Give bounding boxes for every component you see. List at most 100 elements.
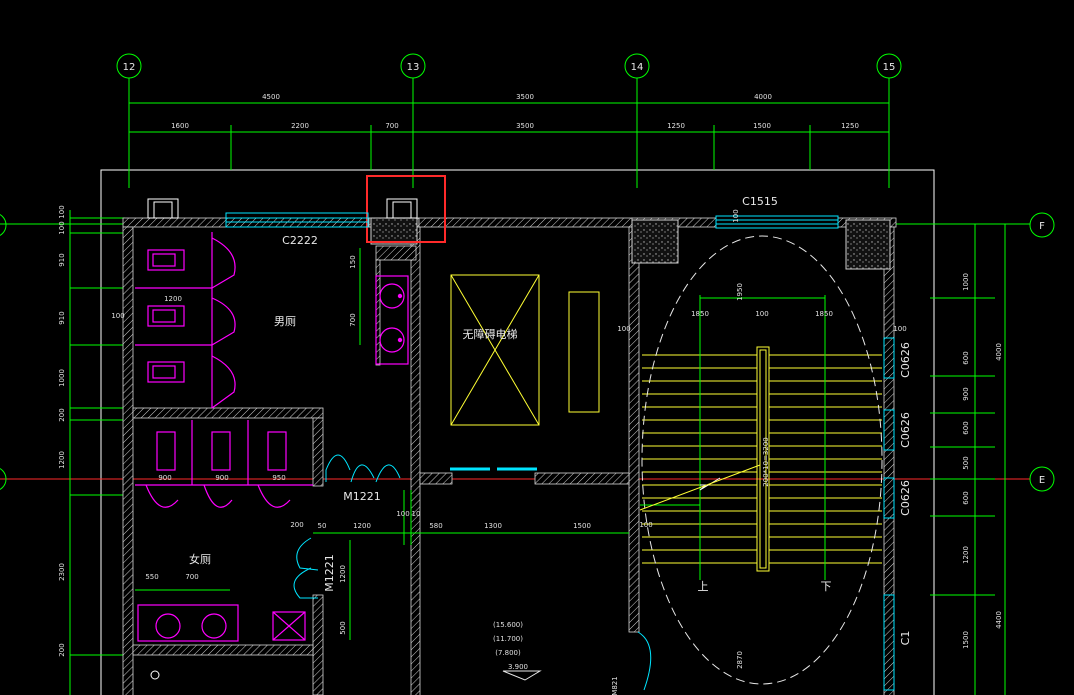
axis-label-14: 14 [631, 62, 644, 73]
dim-left-100b: 100 [58, 221, 66, 234]
window-label-c1515: C1515 [742, 195, 778, 208]
elev-level-4: 3.900 [508, 663, 528, 671]
dim-top2-1600: 1600 [171, 122, 189, 130]
axis-grid-vertical [128, 78, 890, 188]
dim-right-inner-1500: 1500 [962, 631, 970, 649]
stair-dim-1850b: 1850 [815, 310, 833, 318]
dim-top2-2200: 2200 [291, 122, 309, 130]
dim-950: 950 [272, 474, 285, 482]
dim-top2-1250a: 1250 [667, 122, 685, 130]
dim-right-inner-1200: 1200 [962, 546, 970, 564]
elevator-car [450, 274, 600, 426]
dim-100c: 100 [639, 521, 652, 529]
roof-vents [147, 198, 418, 219]
dim-1200c: 1200 [339, 565, 347, 583]
stair-dim-1850a: 1850 [691, 310, 709, 318]
elev-level-3: (7.800) [495, 649, 521, 657]
dim-right-inner-1000: 1000 [962, 273, 970, 291]
windows [225, 212, 895, 691]
room-label-mens: 男厕 [274, 315, 296, 328]
stair-outline [639, 235, 883, 685]
axis-label-15: 15 [883, 62, 896, 73]
dim-700: 700 [349, 313, 357, 326]
door-label-m1221-vertical: M1221 [323, 554, 336, 592]
dim-left-910b: 910 [58, 311, 66, 324]
stair-dim-3200: 200*10=3200 [762, 437, 770, 486]
womens-toilets [135, 420, 313, 508]
dim-500: 500 [339, 621, 347, 634]
dim-100a: 100 [111, 312, 124, 320]
dim-top2-3500: 3500 [516, 122, 534, 130]
stair-dim-100: 100 [755, 310, 768, 318]
floor-drain-icon [150, 670, 160, 680]
axis-bubble-left-top [0, 214, 7, 236]
stair-label-down: 下 [821, 580, 832, 593]
window-label-c0626-2: C0626 [899, 412, 912, 448]
dim-50: 50 [318, 522, 327, 530]
columns [370, 217, 891, 270]
dim-right-inner-500: 500 [962, 456, 970, 469]
dim-100f: 100 [732, 209, 740, 222]
womens-sinks [137, 604, 306, 642]
axis-label-12: 12 [123, 62, 136, 73]
dim-left-1000: 1000 [58, 369, 66, 387]
dim-top-4000: 4000 [754, 93, 772, 101]
dim-10c: 10 [412, 510, 421, 518]
dim-top2-700: 700 [385, 122, 398, 130]
elev-level-1: (15.600) [493, 621, 523, 629]
axis-bubble-12: 12 [116, 53, 142, 79]
dim-right-inner-900: 900 [962, 387, 970, 400]
window-label-c0626-1: C0626 [899, 342, 912, 378]
axis-bubble-F: F [1029, 212, 1055, 238]
dim-550: 550 [145, 573, 158, 581]
mens-sinks [375, 275, 409, 365]
dim-580: 580 [429, 522, 442, 530]
axis-bubble-E: E [1029, 466, 1055, 492]
stair-dim-2870: 2870 [736, 651, 744, 669]
axis-label-13: 13 [407, 62, 420, 73]
dim-right-4000: 4000 [995, 343, 1003, 361]
stair-label-up: 上 [698, 580, 709, 593]
dim-1200a: 1200 [164, 295, 182, 303]
dim-150: 150 [349, 255, 357, 268]
dim-900b: 900 [215, 474, 228, 482]
dim-right-inner-600b: 600 [962, 421, 970, 434]
dim-top2-1500: 1500 [753, 122, 771, 130]
dim-left-200: 200 [58, 408, 66, 421]
mens-toilets [135, 232, 236, 409]
doors [293, 454, 652, 691]
dim-1200b: 1200 [353, 522, 371, 530]
dim-right-inner-600c: 600 [962, 491, 970, 504]
axis-label-E: E [1039, 475, 1045, 486]
highlight-box [366, 175, 446, 243]
dim-top2-1250b: 1250 [841, 122, 859, 130]
elevation-marker-icon [502, 670, 542, 681]
inner-dims [135, 248, 629, 640]
axis-label-F: F [1039, 221, 1045, 232]
dim-lines-left [69, 210, 125, 695]
dim-1300: 1300 [484, 522, 502, 530]
room-label-womens: 女厕 [189, 552, 211, 566]
window-label-c2222: C2222 [282, 234, 318, 247]
axis-bubble-left-bottom [0, 468, 7, 490]
dim-900a: 900 [158, 474, 171, 482]
door-label-m1221: M1221 [343, 490, 381, 503]
axis-bubble-15: 15 [876, 53, 902, 79]
dim-right-4400: 4400 [995, 611, 1003, 629]
room-label-elevator: 无障碍电梯 [463, 327, 518, 341]
window-label-c1: C1 [899, 631, 912, 646]
door-label-m821: M821 [611, 676, 619, 695]
dim-700b: 700 [185, 573, 198, 581]
dim-100b: 100 [396, 510, 409, 518]
elev-level-2: (11.700) [493, 635, 523, 643]
drawing-frame [100, 169, 935, 695]
dim-top-3500: 3500 [516, 93, 534, 101]
stair-dim-1950: 1950 [736, 283, 744, 301]
dim-lines-right [930, 224, 1006, 695]
dim-left-910a: 910 [58, 253, 66, 266]
dim-1500: 1500 [573, 522, 591, 530]
window-label-c0626-3: C0626 [899, 480, 912, 516]
dim-lines-top [129, 102, 889, 133]
axis-bubble-14: 14 [624, 53, 650, 79]
